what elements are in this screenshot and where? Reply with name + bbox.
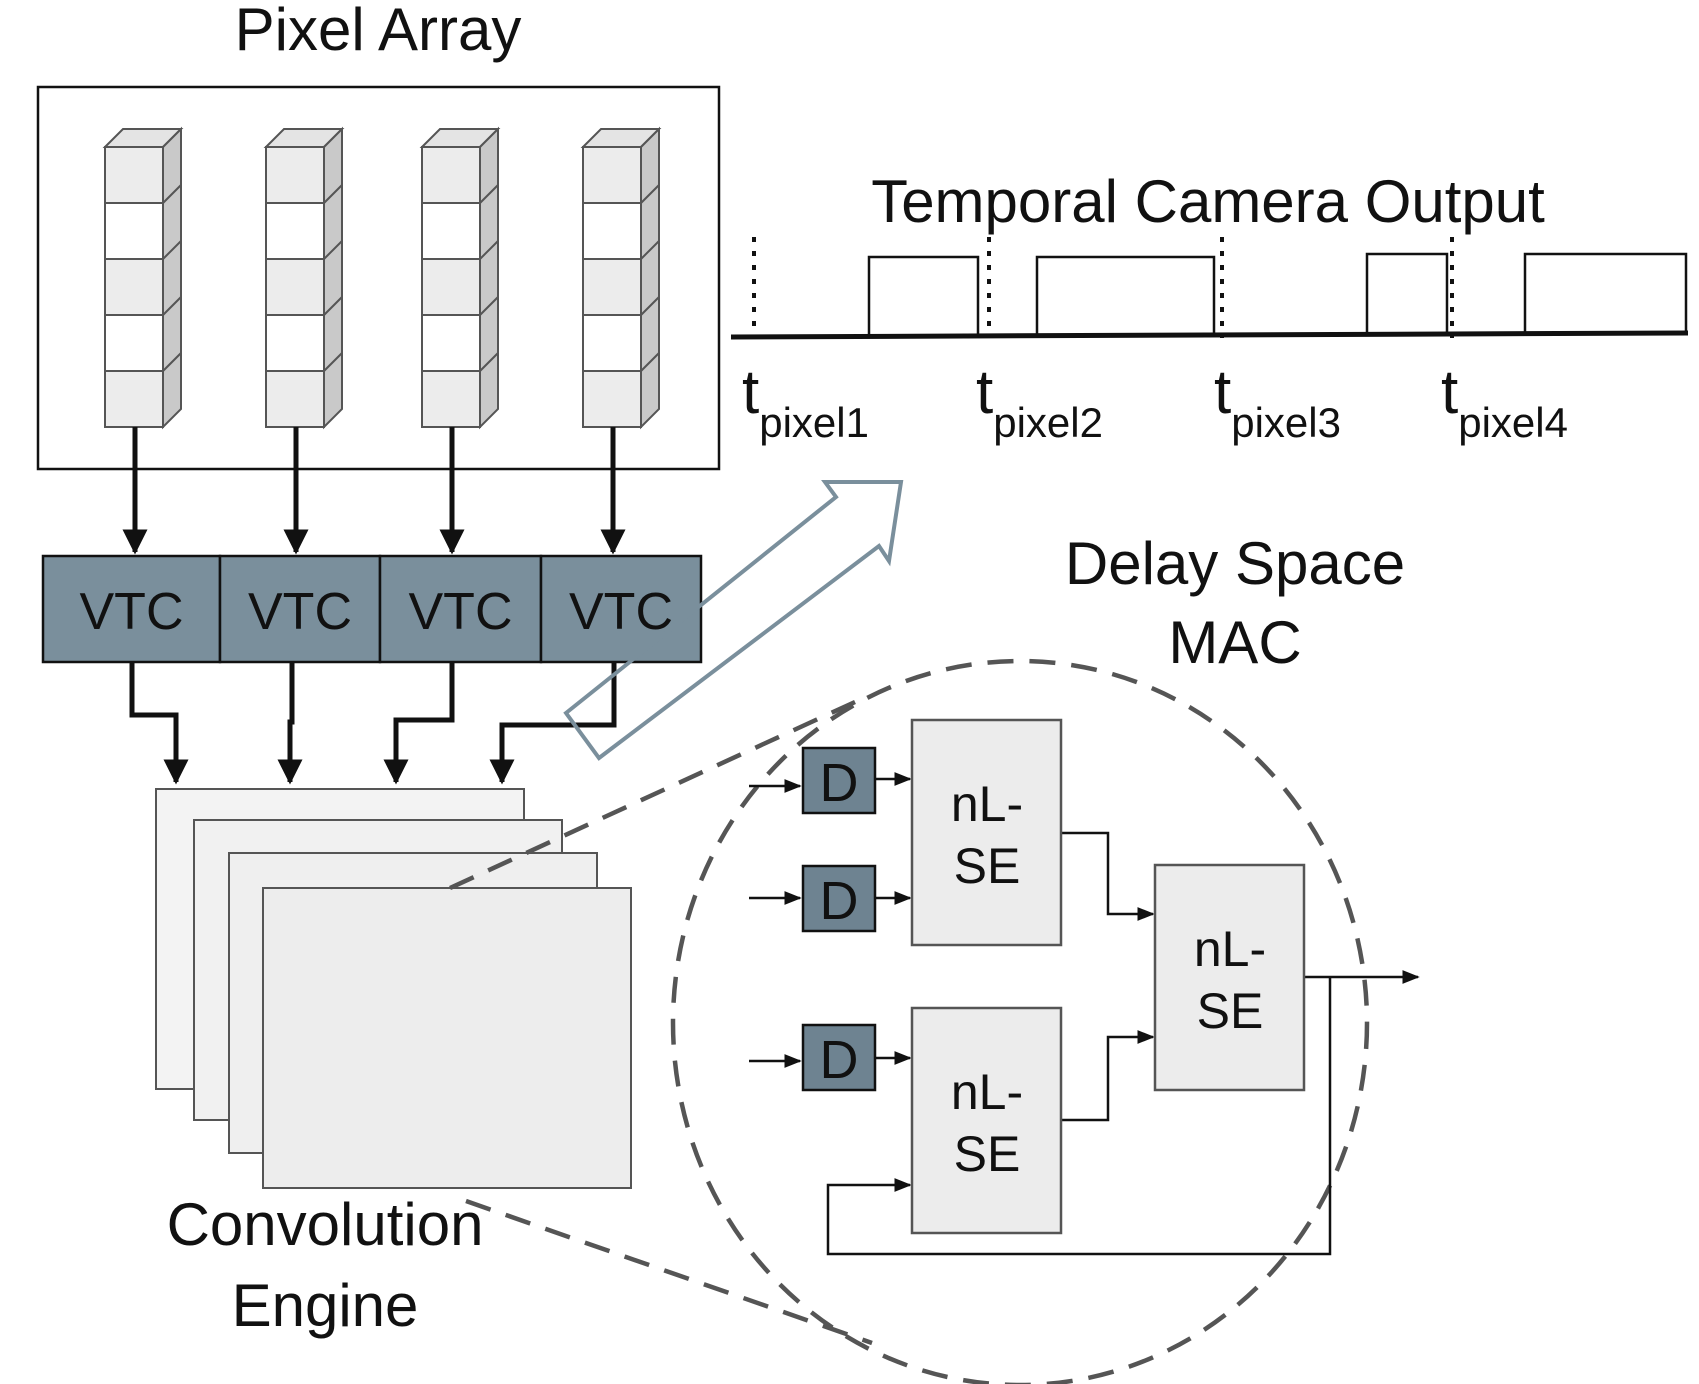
delay-block: D: [801, 1023, 877, 1092]
svg-text:D: D: [820, 753, 859, 813]
t-pixel4: tpixel4: [1441, 358, 1568, 446]
svg-text:D: D: [820, 1030, 859, 1090]
pixel-cell: [265, 370, 325, 428]
pixel-column: [263, 126, 345, 430]
svg-text:SE: SE: [1197, 983, 1264, 1039]
pixel-cell: [265, 258, 325, 316]
convolution-title-line1: Convolution: [167, 1191, 484, 1258]
pixel-cell: [582, 146, 642, 204]
pixel-array-title: Pixel Array: [235, 0, 522, 63]
timing-labels: tpixel1 tpixel2 tpixel3 tpixel4: [742, 358, 1568, 446]
vtc-label: VTC: [409, 583, 513, 641]
mac-wiring: [749, 772, 1420, 1256]
svg-text:nL-: nL-: [951, 1064, 1023, 1120]
waveform: [730, 237, 1689, 340]
pixel-cell: [104, 314, 164, 372]
pixel-cell: [104, 258, 164, 316]
pixel-cell: [582, 370, 642, 428]
pixel-cell: [582, 202, 642, 260]
pixel-cell: [265, 146, 325, 204]
pixel-column: [419, 126, 501, 430]
pixel-column: [580, 126, 662, 430]
pixel-cell: [104, 146, 164, 204]
delay-block: D: [801, 864, 877, 933]
vtc-block: VTC: [378, 554, 543, 664]
vtc-to-convolution-arrows: [129, 661, 617, 785]
svg-text:SE: SE: [954, 838, 1021, 894]
delay-block: D: [801, 746, 877, 815]
vtc-label: VTC: [80, 583, 184, 641]
svg-text:SE: SE: [954, 1126, 1021, 1182]
delay-blocks: D D D: [801, 746, 877, 1092]
vtc-block: VTC: [218, 554, 382, 664]
t-pixel2: tpixel2: [976, 358, 1103, 446]
pixel-cell: [421, 146, 481, 204]
svg-text:nL-: nL-: [1194, 921, 1266, 977]
nlse-block: nL- SE: [910, 718, 1063, 947]
nlse-block: nL- SE: [910, 1006, 1063, 1235]
convolution-title-line2: Engine: [232, 1272, 419, 1339]
pixel-cell: [104, 370, 164, 428]
pixel-column: [102, 126, 184, 430]
pixel-cell: [421, 202, 481, 260]
pixel-to-vtc-arrows: [122, 427, 626, 555]
zoom-indicator: [449, 658, 1370, 1384]
delay-space-title-line2: MAC: [1168, 609, 1301, 676]
nlse-block: nL- SE: [1153, 863, 1306, 1092]
pixel-cell: [265, 202, 325, 260]
svg-text:D: D: [820, 871, 859, 931]
svg-text:nL-: nL-: [951, 776, 1023, 832]
t-pixel3: tpixel3: [1214, 358, 1341, 446]
pixel-array-frame: [36, 85, 721, 471]
vtc-block: VTC: [539, 554, 703, 664]
vtc-label: VTC: [569, 583, 673, 641]
output-hollow-arrow: [563, 480, 904, 761]
pixel-cell: [421, 314, 481, 372]
pixel-columns: [102, 126, 662, 430]
pixel-cell: [421, 258, 481, 316]
pixel-cell: [421, 370, 481, 428]
pixel-cell: [104, 202, 164, 260]
vtc-row: VTC VTC VTC VTC: [41, 554, 703, 664]
vtc-label: VTC: [248, 583, 352, 641]
temporal-output-title: Temporal Camera Output: [871, 168, 1545, 235]
convolution-engine-stack: [155, 788, 632, 1189]
pixel-cell: [582, 258, 642, 316]
nlse-blocks: nL- SE nL- SE nL- SE: [910, 718, 1306, 1235]
vtc-block: VTC: [41, 554, 222, 664]
pixel-cell: [582, 314, 642, 372]
pixel-cell: [265, 314, 325, 372]
delay-space-title-line1: Delay Space: [1065, 530, 1405, 597]
t-pixel1: tpixel1: [742, 358, 869, 446]
